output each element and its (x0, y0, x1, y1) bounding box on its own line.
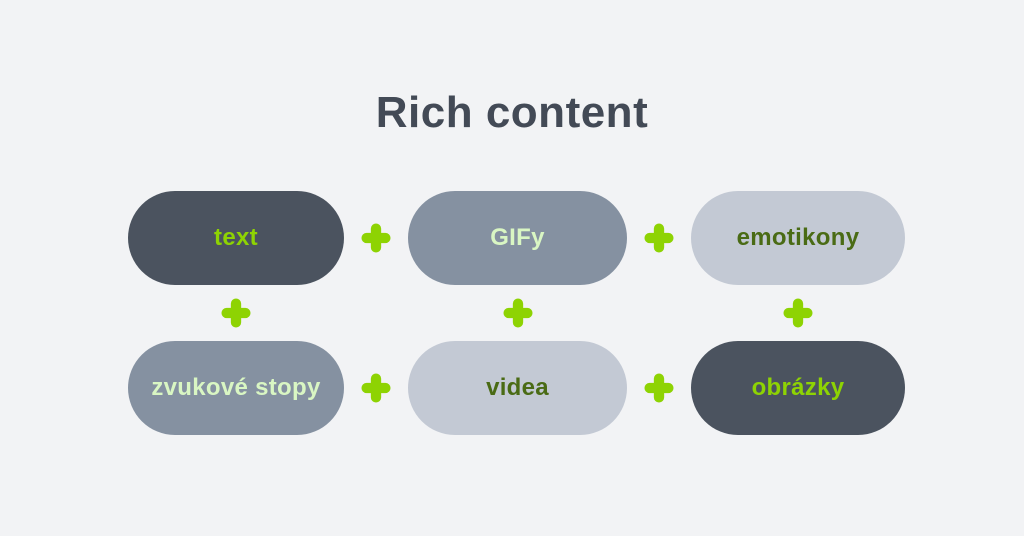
pill-videa: videa (408, 341, 627, 435)
plus-icon (361, 373, 391, 403)
pill-label: GIFy (490, 224, 545, 251)
pill-label: text (214, 224, 258, 251)
pill-label: emotikony (736, 224, 860, 251)
plus-icon (221, 298, 251, 328)
page-title: Rich content (375, 88, 649, 137)
plus-icon (644, 223, 674, 253)
pill-emotikony: emotikony (691, 191, 905, 285)
rich-content-grid: text GIFy emotikony (128, 191, 905, 435)
plus-icon (502, 298, 533, 328)
plus-icon (783, 298, 813, 328)
pill-label: videa (486, 374, 549, 401)
pill-obrazky: obrázky (691, 341, 905, 435)
pill-text: text (128, 191, 344, 285)
pill-label: obrázky (751, 374, 845, 401)
plus-icon (644, 373, 674, 403)
pill-gify: GIFy (408, 191, 627, 285)
pill-label: zvukové stopy (151, 374, 321, 401)
pill-zvukove-stopy: zvukové stopy (128, 341, 344, 435)
plus-icon (361, 223, 391, 253)
